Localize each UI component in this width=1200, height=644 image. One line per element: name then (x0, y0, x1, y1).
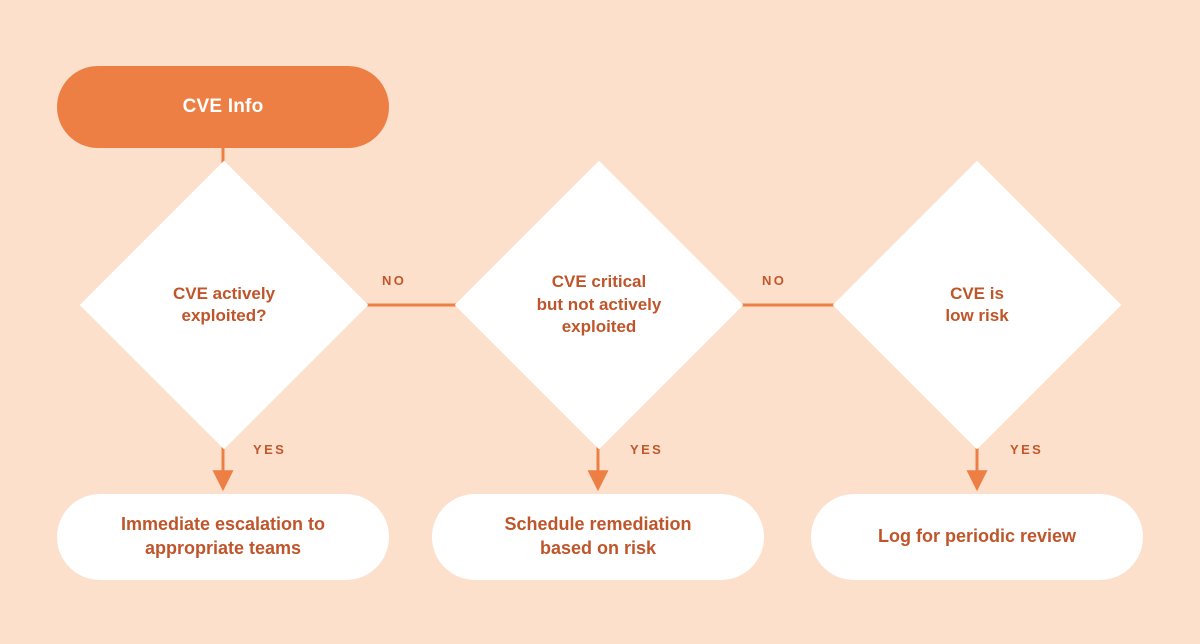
outcome-node-label: Log for periodic review (877, 526, 1077, 547)
edge-label-no-decision-2: NO (762, 273, 787, 288)
start-node-label: CVE Info (182, 96, 264, 118)
decision-node-actively-exploited[interactable]: CVE actively exploited? (79, 160, 369, 450)
decision-node-critical-not-exploited[interactable]: CVE critical but not actively exploited (454, 160, 744, 450)
start-node-cve-info[interactable]: CVE Info (57, 66, 389, 148)
decision-node-low-risk[interactable]: CVE is low risk (832, 160, 1122, 450)
edge-label-yes-decision-3: YES (1010, 442, 1044, 457)
edge-label-yes-decision-1: YES (253, 442, 287, 457)
decision-node-label: CVE critical but not actively exploited (536, 272, 662, 337)
outcome-node-label: Schedule remediation based on risk (504, 514, 692, 558)
edge-label-yes-decision-2: YES (630, 442, 664, 457)
edge-label-no-decision-1: NO (382, 273, 407, 288)
outcome-node-log-periodic-review[interactable]: Log for periodic review (811, 494, 1143, 580)
outcome-node-schedule-remediation[interactable]: Schedule remediation based on risk (432, 494, 764, 580)
outcome-node-immediate-escalation[interactable]: Immediate escalation to appropriate team… (57, 494, 389, 580)
outcome-node-label: Immediate escalation to appropriate team… (120, 514, 326, 558)
decision-node-label: CVE actively exploited? (172, 283, 276, 325)
decision-node-label: CVE is low risk (945, 283, 1009, 325)
